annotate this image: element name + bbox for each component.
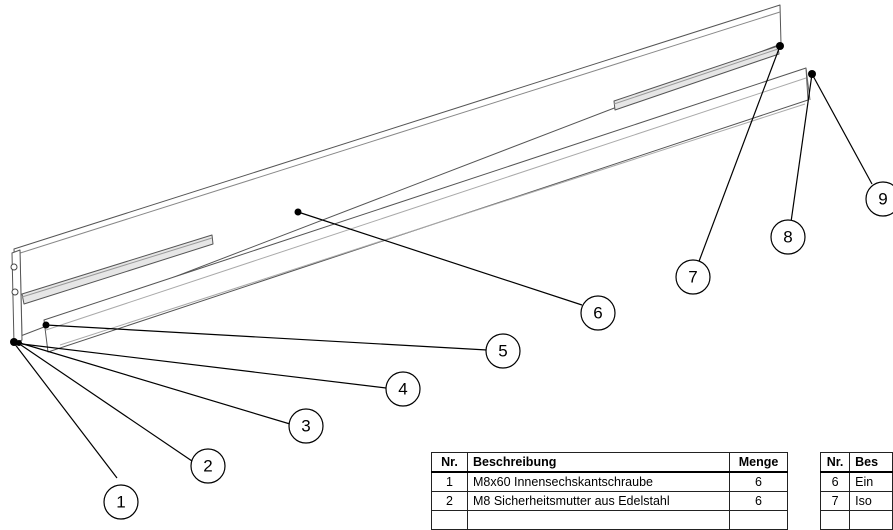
dot-6: [294, 208, 302, 216]
table-header-row: Nr. Beschreibung Menge: [431, 452, 788, 473]
leader-8: [790, 73, 813, 223]
left-bracket: [11, 249, 23, 345]
callout-label-1: 1: [116, 493, 125, 512]
callout-circle-6: [580, 295, 616, 331]
callout-circle-7: [675, 259, 711, 295]
callout-label-9: 9: [878, 190, 887, 209]
dot-5: [42, 321, 50, 329]
callout-label-6: 6: [593, 304, 602, 323]
cell-quantity: 6: [729, 471, 788, 492]
cell-nr: 2: [431, 491, 468, 511]
front-panel: [13, 4, 782, 338]
callout-label-2: 2: [203, 457, 212, 476]
callout-label-5: 5: [498, 342, 507, 361]
callout-circle-4: [385, 371, 421, 407]
callout-label-7: 7: [688, 268, 697, 287]
header-description: Beschreibung: [467, 452, 730, 473]
dot-8-9: [808, 70, 816, 78]
leader-1: [13, 342, 118, 479]
cell-nr: 1: [431, 471, 468, 492]
rear-plate-inner: [59, 103, 806, 346]
leader-4: [21, 343, 387, 389]
parts-table-left: Nr. Beschreibung Menge 1 M8x60 Innensech…: [431, 452, 788, 530]
callout-circle-2: [190, 448, 226, 484]
callout-circle-8: [770, 219, 806, 255]
table-header-row: Nr. Bes: [819, 452, 893, 473]
cell-description: Iso: [849, 491, 893, 511]
bolt-head-bottom: [11, 288, 19, 296]
callout-circle-3: [288, 408, 324, 444]
table-row: 6 Ein: [819, 471, 893, 492]
table-row-cut: [819, 510, 893, 530]
bolt-head-top: [10, 263, 18, 271]
leader-7: [697, 45, 781, 265]
leader-3: [19, 342, 291, 425]
table-row: 1 M8x60 Innensechskantschraube 6: [431, 471, 788, 492]
cell-quantity: 6: [729, 491, 788, 511]
callout-label-8: 8: [783, 228, 792, 247]
header-quantity: Menge: [729, 452, 788, 473]
table-row-cut: [431, 510, 788, 530]
cell-nr: 6: [819, 471, 851, 492]
dot-7: [776, 42, 784, 50]
callout-circle-5: [485, 333, 521, 369]
parts-table-right: Nr. Bes 6 Ein 7 Iso: [819, 452, 893, 530]
callout-circle-9: [865, 181, 893, 217]
callout-circle-1: [103, 484, 139, 520]
header-nr: Nr.: [819, 452, 851, 473]
cell-description: M8 Sicherheitsmutter aus Edelstahl: [467, 491, 730, 511]
header-description: Bes: [849, 452, 893, 473]
table-row: 7 Iso: [819, 491, 893, 511]
leader-2: [17, 342, 193, 462]
cell-description: M8x60 Innensechskantschraube: [467, 471, 730, 492]
table-row: 2 M8 Sicherheitsmutter aus Edelstahl 6: [431, 491, 788, 511]
callout-label-4: 4: [398, 380, 407, 399]
front-panel-top-edge: [13, 11, 781, 256]
cell-description: Ein: [849, 471, 893, 492]
header-nr: Nr.: [431, 452, 468, 473]
leader-5: [45, 324, 488, 351]
callout-label-3: 3: [301, 417, 310, 436]
cell-nr: 7: [819, 491, 851, 511]
leader-9: [811, 73, 873, 185]
leader-6: [297, 211, 583, 306]
dot-2: [16, 340, 22, 346]
dot-1: [10, 338, 18, 346]
